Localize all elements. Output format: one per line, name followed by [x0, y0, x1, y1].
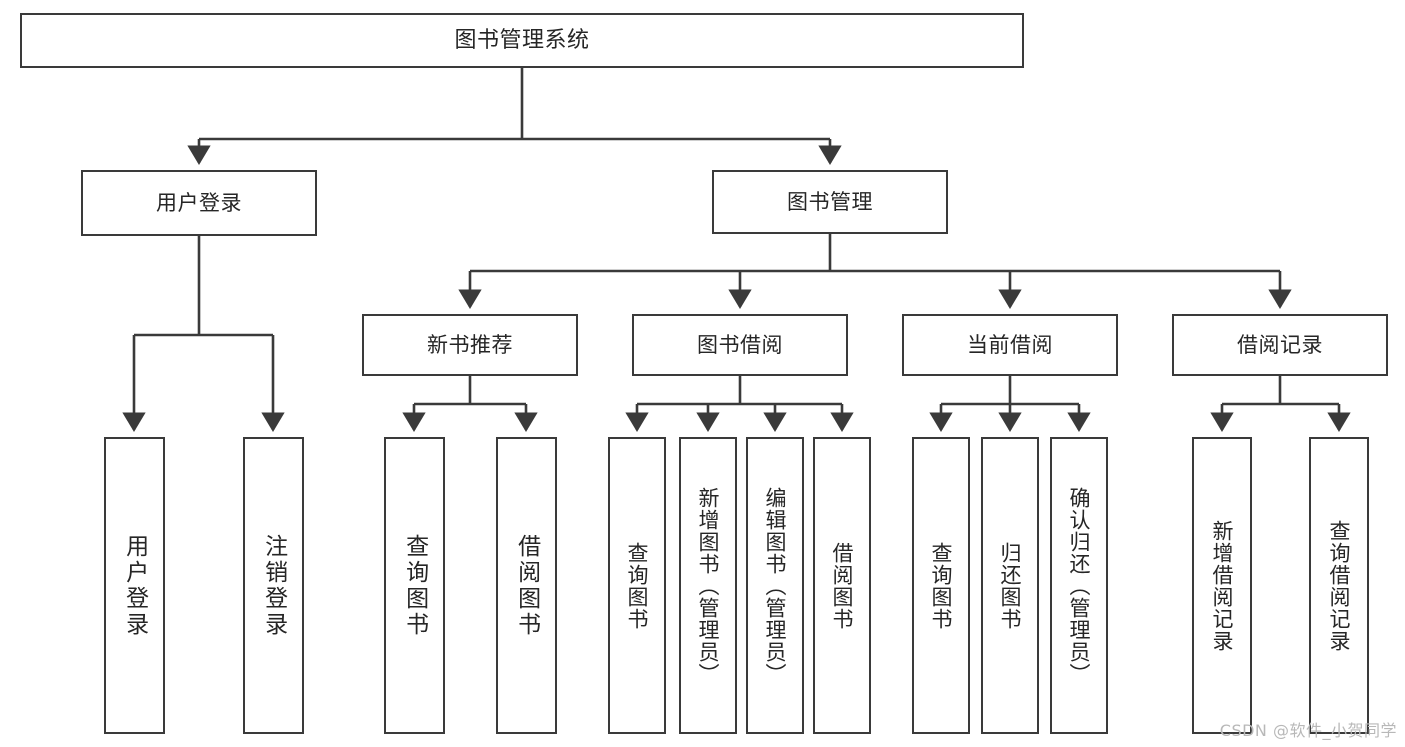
leaf-current-query-book[interactable]: 查询图书 [912, 437, 970, 734]
node-label: 图书管理 [787, 189, 873, 214]
node-label: 图书借阅 [697, 332, 783, 357]
leaf-borrow-add-book-admin[interactable]: 新增图书（管理员） [679, 437, 737, 734]
leaf-record-add-record[interactable]: 新增借阅记录 [1192, 437, 1252, 734]
node-user-login[interactable]: 用户登录 [81, 170, 317, 236]
node-root-system[interactable]: 图书管理系统 [20, 13, 1024, 68]
node-label: 查询借阅记录 [1327, 519, 1352, 652]
node-label: 用户登录 [121, 533, 148, 638]
node-label: 新增图书（管理员） [696, 486, 721, 685]
node-label: 归还图书 [998, 541, 1023, 630]
leaf-recommend-query-book[interactable]: 查询图书 [384, 437, 445, 734]
node-label: 图书管理系统 [454, 27, 590, 53]
node-label: 编辑图书（管理员） [763, 486, 788, 685]
node-new-book-recommend[interactable]: 新书推荐 [362, 314, 578, 376]
node-label: 借阅记录 [1237, 332, 1323, 357]
node-label: 用户登录 [156, 190, 242, 215]
node-borrow-record[interactable]: 借阅记录 [1172, 314, 1388, 376]
leaf-borrow-borrow-book[interactable]: 借阅图书 [813, 437, 871, 734]
leaf-recommend-borrow-book[interactable]: 借阅图书 [496, 437, 557, 734]
leaf-current-return-book[interactable]: 归还图书 [981, 437, 1039, 734]
node-label: 查询图书 [625, 541, 650, 630]
node-label: 注销登录 [260, 533, 287, 638]
node-current-borrow[interactable]: 当前借阅 [902, 314, 1118, 376]
leaf-borrow-query-book[interactable]: 查询图书 [608, 437, 666, 734]
leaf-user-login[interactable]: 用户登录 [104, 437, 165, 734]
node-label: 确认归还（管理员） [1067, 486, 1092, 685]
node-book-borrow[interactable]: 图书借阅 [632, 314, 848, 376]
node-label: 查询图书 [929, 541, 954, 630]
node-label: 借阅图书 [513, 533, 540, 638]
node-label: 当前借阅 [967, 332, 1053, 357]
node-label: 借阅图书 [830, 541, 855, 630]
leaf-record-query-record[interactable]: 查询借阅记录 [1309, 437, 1369, 734]
node-book-management[interactable]: 图书管理 [712, 170, 948, 234]
leaf-current-confirm-return-admin[interactable]: 确认归还（管理员） [1050, 437, 1108, 734]
node-label: 新增借阅记录 [1210, 519, 1235, 652]
leaf-borrow-edit-book-admin[interactable]: 编辑图书（管理员） [746, 437, 804, 734]
node-label: 新书推荐 [427, 332, 513, 357]
node-label: 查询图书 [401, 533, 428, 638]
leaf-user-logout[interactable]: 注销登录 [243, 437, 304, 734]
